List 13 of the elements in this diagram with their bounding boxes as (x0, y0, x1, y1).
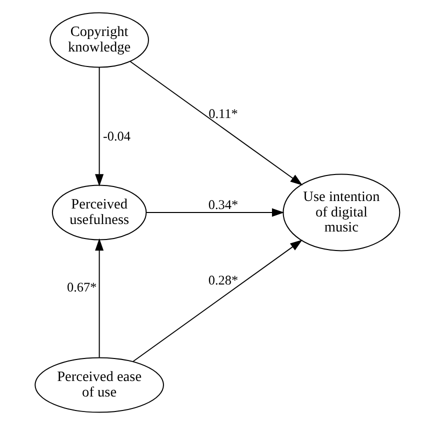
edge-label: 0.67* (66, 279, 97, 294)
edge-label: 0.11* (208, 106, 238, 121)
node-ellipse: Perceived ease of use (34, 357, 164, 413)
arrow (132, 240, 302, 362)
arrow (95, 67, 104, 186)
node-ellipse: Copyright knowledge (50, 12, 149, 68)
edge-label: 0.28* (208, 272, 238, 288)
edge-label: 0.34* (208, 196, 238, 212)
arrow (95, 238, 104, 358)
node-ellipse: Perceived usefulness (52, 184, 147, 240)
edge-label: -0.04 (102, 128, 131, 144)
arrow (130, 61, 303, 186)
arrow (146, 208, 284, 217)
